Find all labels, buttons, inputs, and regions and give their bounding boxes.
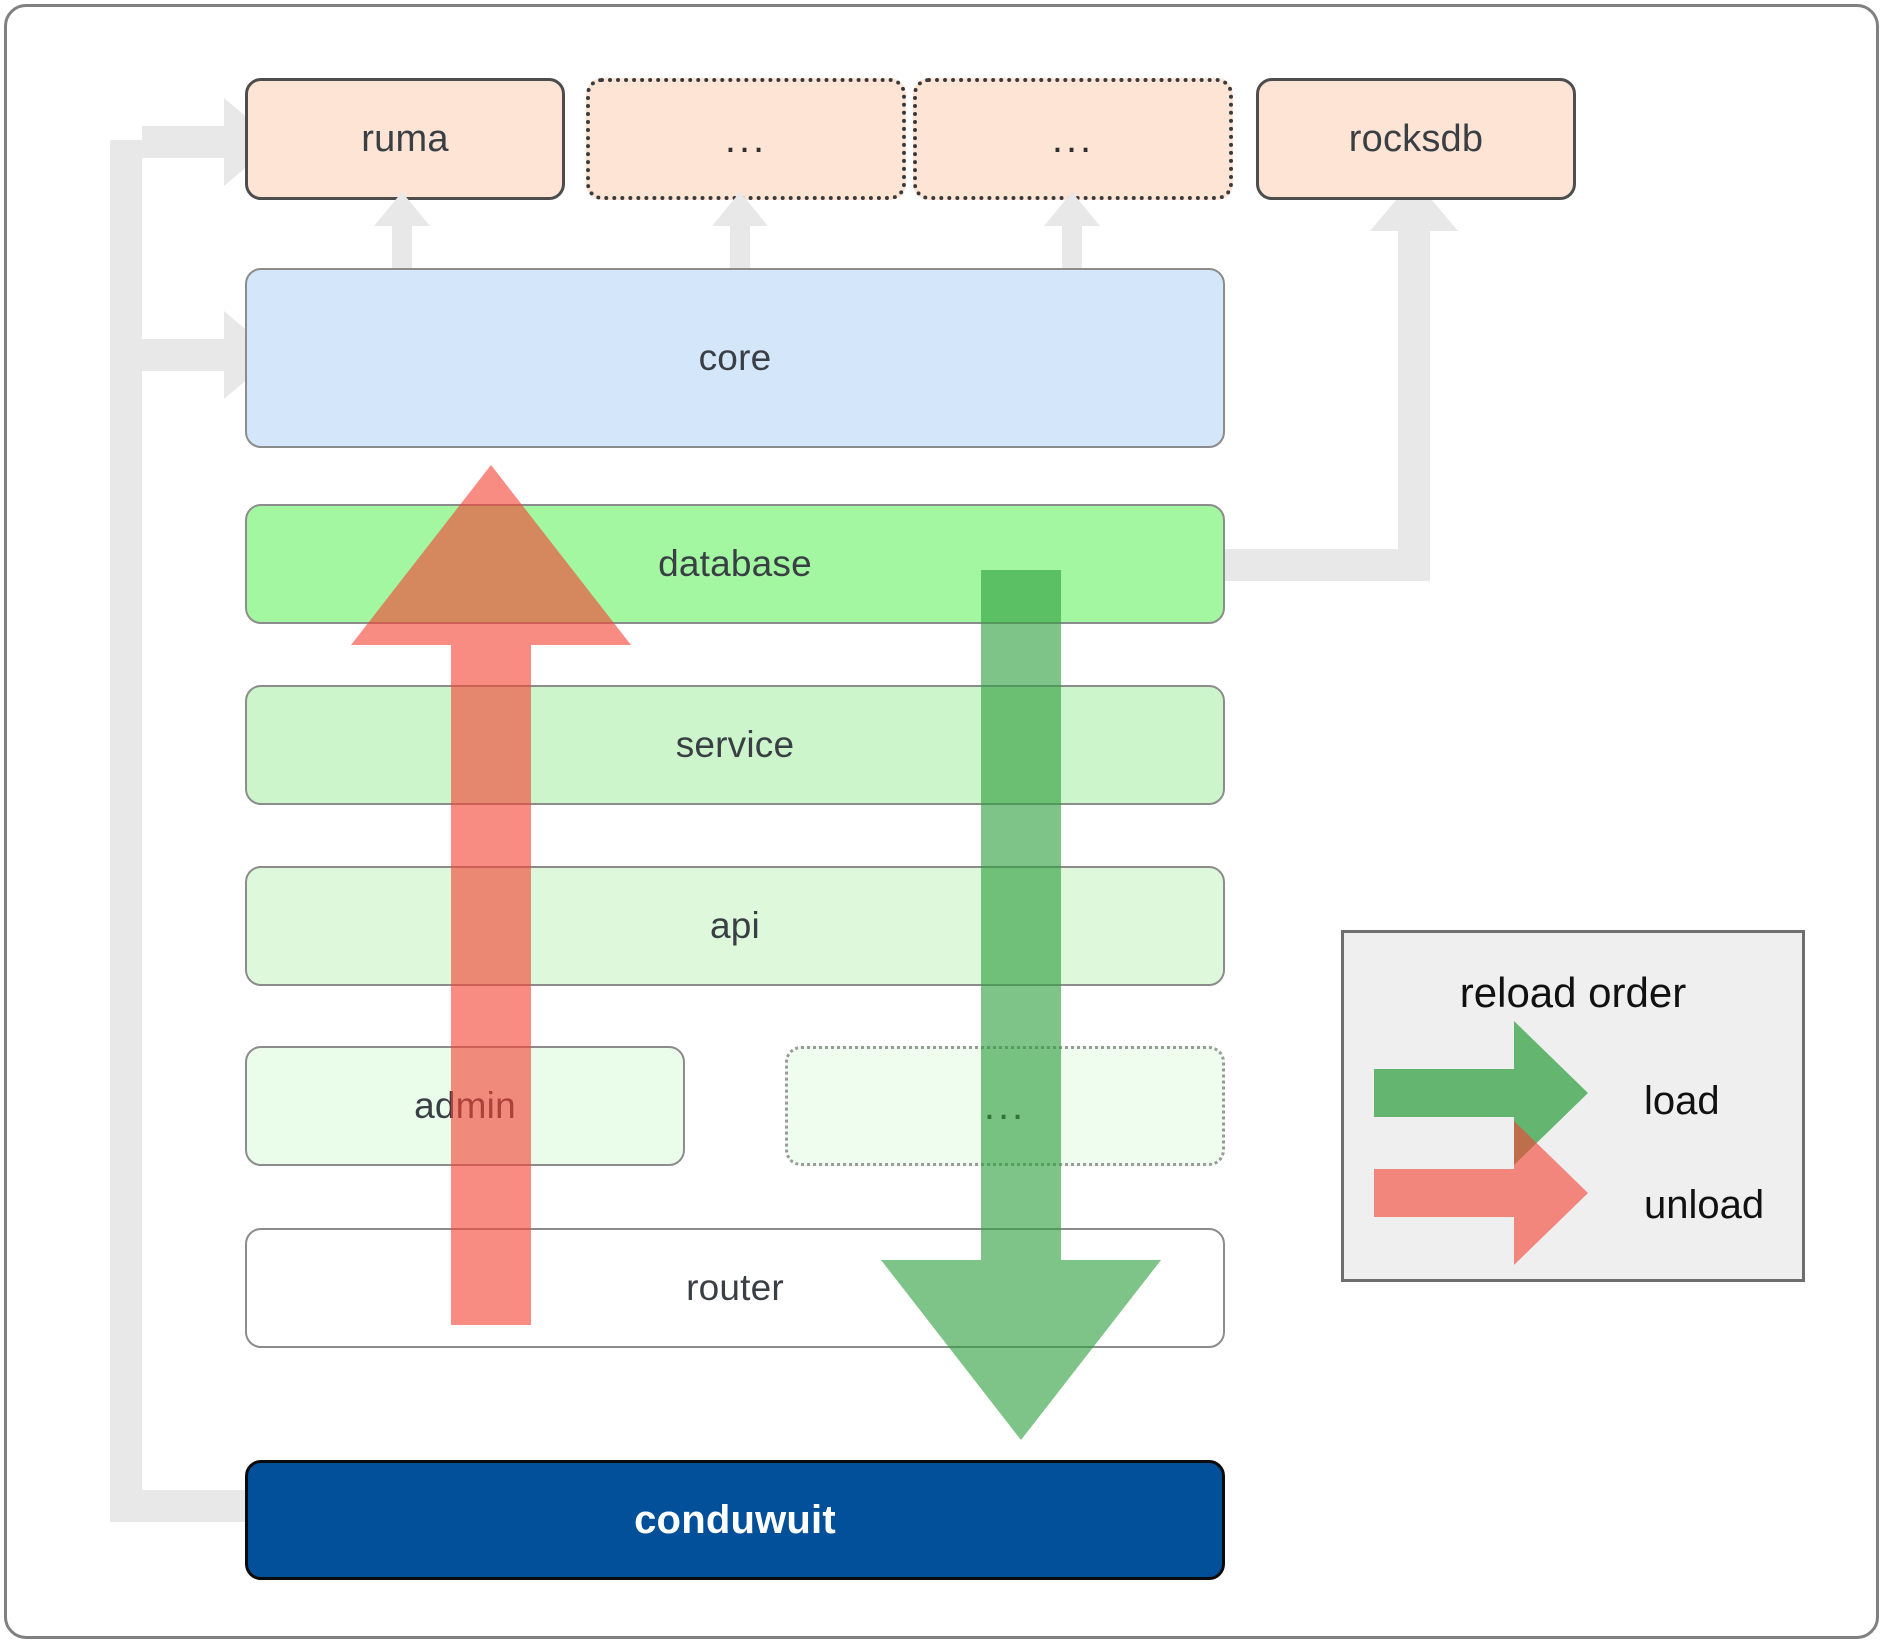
layer-label: core: [698, 337, 772, 378]
layer-label: service: [675, 724, 795, 765]
dependency-box-ruma[interactable]: ruma: [245, 78, 565, 200]
root-label: conduwuit: [634, 1497, 836, 1542]
layer-box-router[interactable]: router: [245, 1228, 1225, 1348]
dependency-label: ...: [1051, 117, 1095, 161]
layer-label: database: [658, 543, 812, 584]
dependency-label: rocksdb: [1348, 117, 1484, 160]
diagram-frame: [4, 4, 1879, 1639]
layer-box-core[interactable]: core: [245, 268, 1225, 448]
root-box-conduwuit[interactable]: conduwuit: [245, 1460, 1225, 1580]
dependency-box-etc-2[interactable]: ...: [913, 78, 1233, 200]
layer-box-database[interactable]: database: [245, 504, 1225, 624]
dependency-label: ...: [724, 117, 768, 161]
layer-label: admin: [414, 1085, 516, 1126]
layer-box-api[interactable]: api: [245, 866, 1225, 986]
legend-title: reload order: [1459, 969, 1687, 1016]
legend-label-unload: unload: [1644, 1183, 1765, 1227]
layer-box-service[interactable]: service: [245, 685, 1225, 805]
legend-panel: reload order load unload: [1341, 930, 1805, 1282]
dependency-label: ruma: [361, 117, 449, 160]
layer-box-etc[interactable]: ...: [785, 1046, 1225, 1166]
layer-box-admin[interactable]: admin: [245, 1046, 685, 1166]
layer-label: api: [710, 905, 760, 946]
layer-label: ...: [983, 1084, 1027, 1128]
legend-unload-arrow-icon: [1374, 1121, 1588, 1265]
legend-arrow-icons: [1374, 1021, 1588, 1265]
layer-label: router: [686, 1267, 784, 1308]
dependency-box-etc-1[interactable]: ...: [586, 78, 906, 200]
legend-label-load: load: [1644, 1079, 1720, 1123]
dependency-box-rocksdb[interactable]: rocksdb: [1256, 78, 1576, 200]
legend-load-arrow-icon: [1374, 1021, 1588, 1165]
